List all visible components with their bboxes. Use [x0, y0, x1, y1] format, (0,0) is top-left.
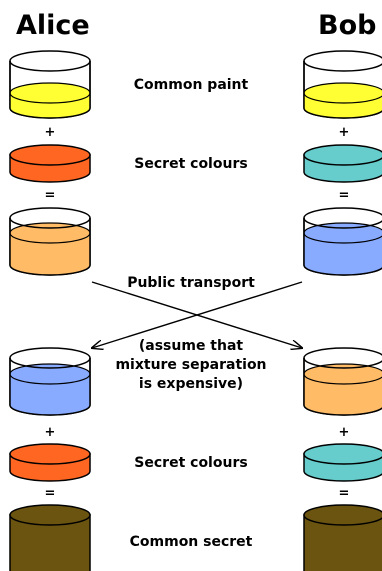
bob-equals-bottom: =: [338, 486, 350, 501]
bob-equals-top: =: [338, 188, 350, 203]
public-transport-label: Public transport: [127, 275, 255, 291]
alice-title: Alice: [16, 10, 90, 41]
alice-common-paint-jar: [9, 50, 91, 119]
bob-title: Bob: [318, 10, 377, 41]
bob-mixture-jar: [303, 207, 382, 276]
alice-received-mixture-jar: [9, 347, 91, 416]
bob-plus-bottom: +: [338, 425, 350, 440]
bob-plus-top: +: [338, 125, 350, 140]
secret-colours-label-bottom: Secret colours: [134, 455, 248, 471]
alice-plus-bottom: +: [44, 425, 56, 440]
alice-secret-colour-disc: [9, 144, 91, 183]
alice-equals-bottom: =: [44, 486, 56, 501]
alice-plus-top: +: [44, 125, 56, 140]
bob-common-secret-jar: [303, 504, 382, 571]
bob-secret-colour-disc: [303, 144, 382, 183]
alice-secret-colour-disc-2: [9, 443, 91, 482]
alice-common-secret-jar: [9, 504, 91, 571]
mixture-separation-note: (assume that mixture separation is expen…: [115, 338, 267, 392]
bob-common-paint-jar: [303, 50, 382, 119]
common-paint-label: Common paint: [133, 77, 249, 93]
transport-arrow-bob-to-alice: [92, 281, 303, 348]
common-secret-label: Common secret: [129, 534, 253, 550]
alice-equals-top: =: [44, 188, 56, 203]
secret-colours-label-top: Secret colours: [134, 156, 248, 172]
alice-mixture-jar: [9, 207, 91, 276]
bob-secret-colour-disc-2: [303, 443, 382, 482]
bob-received-mixture-jar: [303, 347, 382, 416]
